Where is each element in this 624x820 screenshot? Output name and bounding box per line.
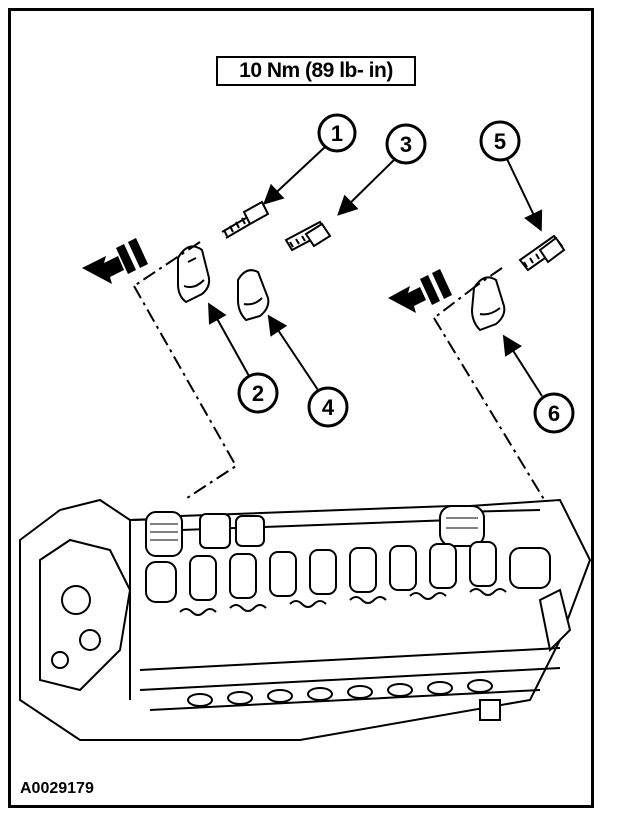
callout-2-label: 2 <box>252 381 264 406</box>
figure-frame <box>8 8 594 808</box>
callout-3-label: 3 <box>400 132 412 157</box>
callout-3: 3 <box>385 123 427 165</box>
leader-lines <box>208 146 543 397</box>
callout-5-label: 5 <box>494 129 506 154</box>
callout-1-label: 1 <box>331 121 343 146</box>
callout-4: 4 <box>307 386 349 428</box>
callout-6: 6 <box>533 392 575 434</box>
torque-spec-label: 10 Nm (89 lb- in) <box>216 56 416 86</box>
callout-1: 1 <box>317 113 357 153</box>
camshaft-cap-4 <box>237 269 270 322</box>
camshaft-cap-6 <box>470 276 506 332</box>
callout-2: 2 <box>237 372 279 414</box>
callout-5: 5 <box>479 120 521 162</box>
front-direction-arrow-left <box>82 238 148 284</box>
camshaft-cap-2 <box>177 245 211 304</box>
figure-id: A0029179 <box>20 780 94 797</box>
front-direction-arrow-right <box>388 269 452 313</box>
stud-5 <box>518 234 566 272</box>
callout-6-label: 6 <box>548 401 560 426</box>
bolt-1 <box>221 200 270 239</box>
callout-4-label: 4 <box>322 395 335 420</box>
cylinder-head <box>19 498 592 741</box>
stud-3 <box>284 220 332 252</box>
